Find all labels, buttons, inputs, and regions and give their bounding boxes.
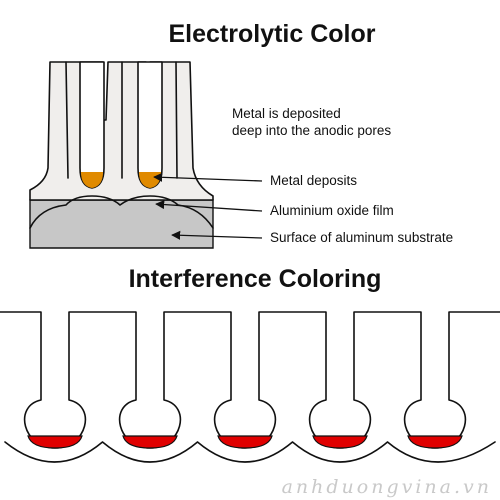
interference-deposit-4 bbox=[312, 435, 368, 449]
interference-deposit-1 bbox=[27, 435, 83, 449]
cell-wall-lines bbox=[65, 61, 178, 179]
metal-deposits-label: Metal deposits bbox=[270, 173, 357, 188]
interference-deposit-2 bbox=[122, 435, 178, 449]
electrolytic-cross-section bbox=[29, 61, 214, 249]
deposit-note-line-1: Metal is deposited bbox=[232, 106, 341, 121]
oxide-film-label: Aluminium oxide film bbox=[270, 203, 394, 218]
interference-cross-section bbox=[0, 311, 500, 463]
substrate-scalloped-boundary bbox=[4, 441, 496, 463]
watermark: anhduongvina.vn bbox=[282, 476, 492, 498]
metal-deposits-arrow bbox=[153, 172, 263, 182]
oxide-top-surface bbox=[0, 311, 500, 449]
interference-title: Interference Coloring bbox=[129, 265, 382, 293]
interference-deposit-3 bbox=[217, 435, 273, 449]
deposit-note-line-2: deep into the anodic pores bbox=[232, 123, 391, 138]
pore-1 bbox=[79, 61, 105, 189]
pore-2 bbox=[137, 61, 163, 189]
substrate-arrow bbox=[171, 230, 263, 240]
interference-deposit-5 bbox=[407, 435, 463, 449]
electrolytic-title: Electrolytic Color bbox=[169, 20, 376, 48]
metal-deposit-1 bbox=[81, 172, 103, 188]
substrate-label: Surface of aluminum substrate bbox=[270, 230, 453, 245]
oxide-film-arrow bbox=[155, 199, 263, 212]
